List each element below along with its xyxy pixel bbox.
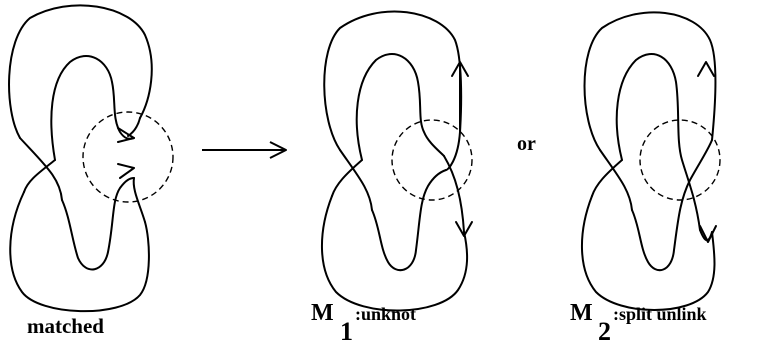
m2-left-cross (599, 149, 633, 211)
m1-outer-strand (323, 10, 463, 151)
matched-outer-strand-bottom (9, 191, 150, 313)
transition-arrow (202, 141, 287, 159)
m2-outer-strand-bottom (580, 195, 716, 311)
matched-right-strand (132, 177, 146, 223)
caption-m1-text: :unknot (355, 304, 416, 324)
m1-vertical-strand (445, 64, 461, 171)
panel-m2 (580, 11, 721, 311)
m1-outer-strand-bottom (320, 195, 469, 312)
connector-or: or (517, 133, 536, 155)
m2-outer-strand-top (583, 11, 717, 151)
matched-cross-strand-left-under (23, 159, 56, 193)
m2-left-cross-under (591, 159, 623, 197)
caption-m1-symbol: M (311, 300, 334, 326)
matched-arrowhead-upper (117, 127, 135, 143)
caption-m1: M 1 :unknot (311, 300, 416, 341)
m1-arrowhead-down (455, 221, 473, 237)
matched-inner-strand-bottom (61, 177, 135, 271)
matched-outer-strand-top (8, 4, 153, 139)
m2-arrowhead-down (699, 225, 717, 243)
caption-m2-subscript: 2 (598, 317, 611, 341)
matched-dashed-circle (82, 111, 174, 203)
m1-inner-strand-top (355, 53, 445, 161)
caption-m2: M 2 :split unlink (570, 300, 707, 341)
m1-left-cross (339, 149, 373, 211)
m2-arrowhead-up (697, 61, 715, 77)
matched-hook-top (127, 117, 141, 137)
caption-m2-text: :split unlink (613, 304, 707, 324)
m2-inner-strand-top (615, 53, 701, 231)
panel-matched (8, 4, 174, 313)
m1-left-cross-under (331, 159, 363, 197)
caption-m1-subscript: 1 (340, 317, 353, 341)
m1-dashed-circle (391, 119, 473, 201)
caption-matched: matched (27, 314, 104, 338)
matched-cross-strand-left (19, 137, 63, 201)
matched-inner-strand-top (50, 55, 135, 161)
matched-arrowhead-lower (117, 163, 135, 179)
m2-inner-strand-bottom (631, 139, 713, 272)
m1-arrowhead-up (451, 61, 469, 77)
caption-m2-symbol: M (570, 300, 593, 326)
m1-inner-strand-bottom (371, 169, 447, 272)
m2-dashed-circle (639, 119, 721, 201)
m1-vertical-strand-lower (443, 155, 465, 233)
panel-m1 (320, 10, 473, 312)
